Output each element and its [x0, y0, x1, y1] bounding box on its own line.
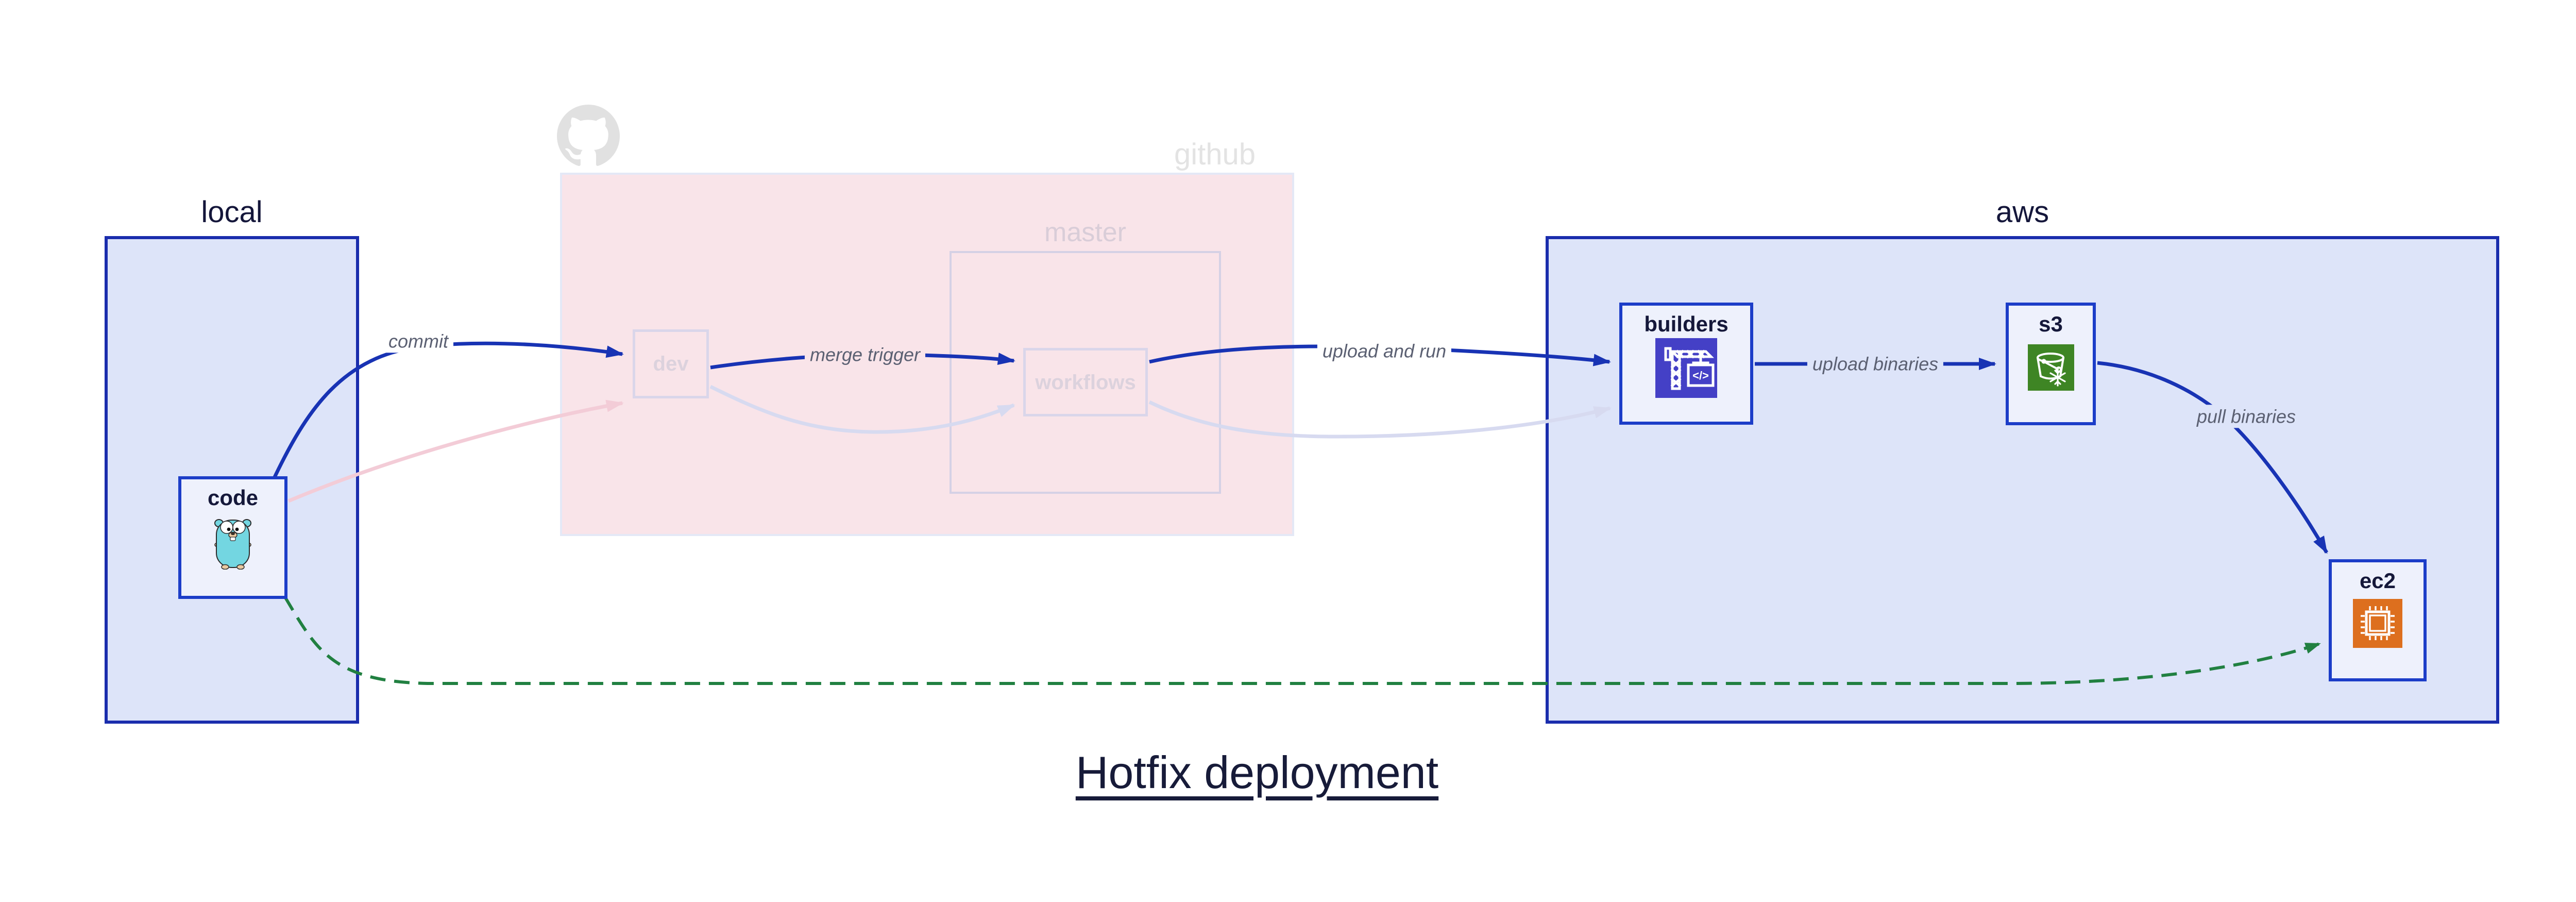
container-github-label: github: [1174, 138, 1256, 171]
node-s3: s3: [2006, 303, 2096, 425]
edge-label-pull-binaries: pull binaries: [2191, 405, 2301, 428]
container-master: [950, 251, 1221, 494]
go-gopher-icon: [214, 514, 252, 572]
diagram-title: Hotfix deployment: [1075, 747, 1439, 798]
aws-ec2-chip-icon: [2353, 598, 2402, 650]
container-aws-label: aws: [1995, 195, 2049, 229]
node-workflows: workflows: [1023, 348, 1148, 416]
aws-codebuild-icon: </>: [1655, 338, 1717, 400]
svg-text:</>: </>: [1692, 369, 1709, 382]
node-builders-label: builders: [1644, 312, 1728, 336]
edge-label-upload-and-run: upload and run: [1317, 339, 1452, 363]
aws-s3-glacier-bucket-icon: [2027, 344, 2074, 393]
node-workflows-label: workflows: [1035, 371, 1136, 394]
node-code-label: code: [207, 486, 259, 510]
node-builders: builders </>: [1619, 303, 1753, 425]
octocat-icon: [557, 105, 620, 168]
edge-label-merge-trigger: merge trigger: [804, 343, 926, 366]
container-master-label: master: [1044, 218, 1126, 247]
node-code: code: [178, 476, 287, 599]
node-ec2-label: ec2: [2359, 569, 2396, 593]
node-ec2: ec2: [2329, 559, 2427, 681]
edge-label-commit: commit: [383, 329, 453, 353]
container-local-label: local: [201, 195, 263, 229]
edge-label-upload-binaries: upload binaries: [1807, 352, 1944, 376]
node-dev-label: dev: [653, 353, 689, 375]
node-dev: dev: [633, 329, 709, 398]
node-s3-label: s3: [2039, 312, 2063, 336]
